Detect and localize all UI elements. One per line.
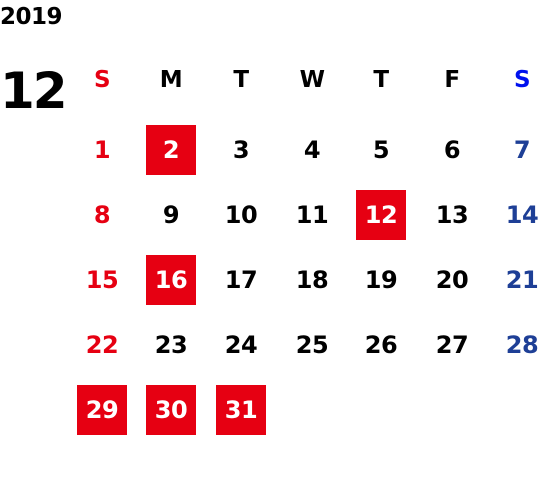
day-cell-16[interactable]: 16 (146, 255, 196, 305)
weekday-header-thursday: T (373, 67, 389, 93)
day-cell-13[interactable]: 13 (435, 201, 469, 229)
day-cell-27[interactable]: 27 (435, 331, 469, 359)
day-cell-15[interactable]: 15 (85, 266, 119, 294)
day-cell-5[interactable]: 5 (372, 136, 390, 164)
day-cell-30[interactable]: 30 (146, 385, 196, 435)
day-cell-2[interactable]: 2 (146, 125, 196, 175)
day-cell-28[interactable]: 28 (505, 331, 539, 359)
day-cell-7[interactable]: 7 (513, 136, 531, 164)
day-cell-12[interactable]: 12 (356, 190, 406, 240)
month-label: 12 (0, 62, 68, 120)
day-cell-9[interactable]: 9 (162, 201, 180, 229)
year-label: 2019 (0, 4, 63, 30)
day-cell-1[interactable]: 1 (93, 136, 111, 164)
day-cell-18[interactable]: 18 (295, 266, 329, 294)
day-cell-31[interactable]: 31 (216, 385, 266, 435)
day-cell-17[interactable]: 17 (224, 266, 258, 294)
weekday-header-saturday: S (513, 67, 531, 93)
day-cell-3[interactable]: 3 (232, 136, 250, 164)
day-cell-21[interactable]: 21 (505, 266, 539, 294)
day-cell-8[interactable]: 8 (93, 201, 111, 229)
weekday-header-sunday: S (93, 67, 111, 93)
day-cell-20[interactable]: 20 (435, 266, 469, 294)
weekday-header-wednesday: W (299, 67, 325, 93)
weekday-header-tuesday: T (233, 67, 249, 93)
day-cell-11[interactable]: 11 (295, 201, 329, 229)
day-cell-19[interactable]: 19 (364, 266, 398, 294)
day-cell-24[interactable]: 24 (224, 331, 258, 359)
day-cell-25[interactable]: 25 (295, 331, 329, 359)
day-cell-14[interactable]: 14 (505, 201, 539, 229)
day-cell-26[interactable]: 26 (364, 331, 398, 359)
day-cell-22[interactable]: 22 (85, 331, 119, 359)
day-cell-29[interactable]: 29 (77, 385, 127, 435)
weekday-header-friday: F (444, 67, 460, 93)
weekday-header-monday: M (159, 67, 183, 93)
day-cell-10[interactable]: 10 (224, 201, 258, 229)
day-cell-4[interactable]: 4 (303, 136, 321, 164)
day-cell-23[interactable]: 23 (154, 331, 188, 359)
day-cell-6[interactable]: 6 (443, 136, 461, 164)
